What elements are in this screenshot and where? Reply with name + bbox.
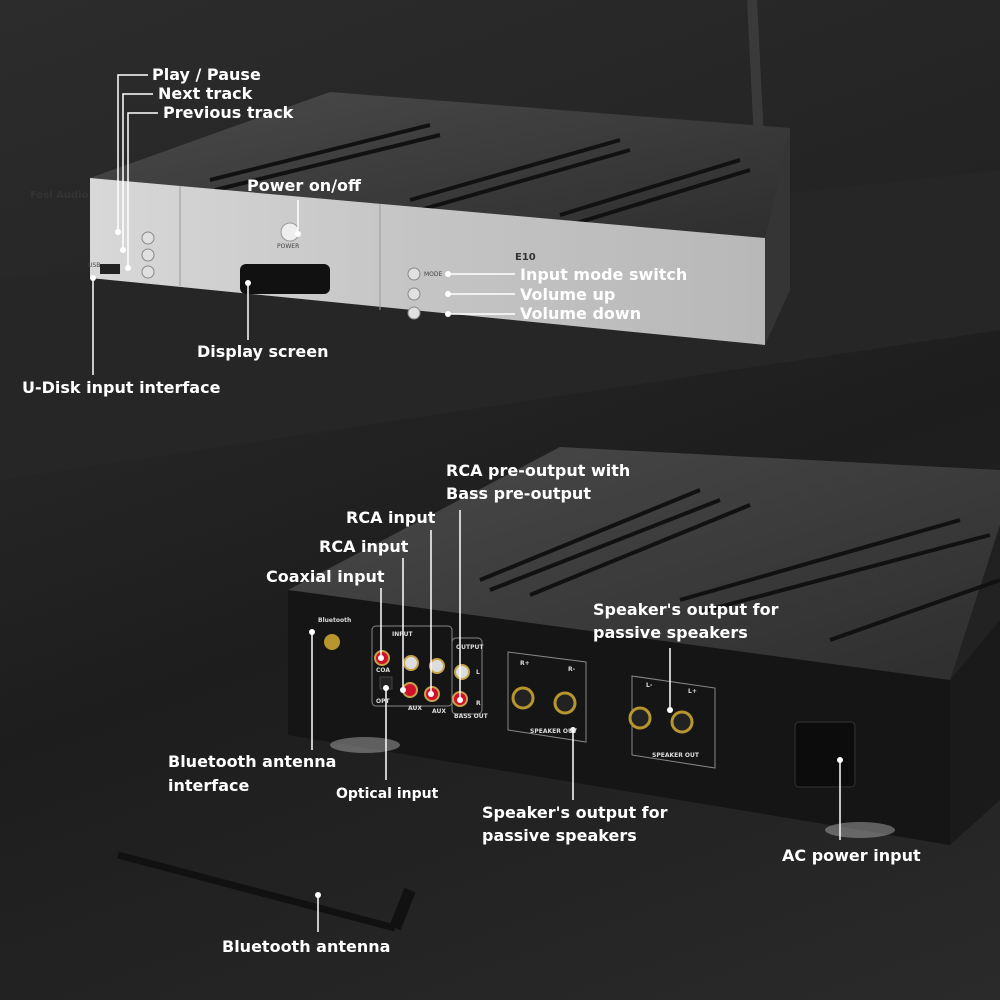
bluetooth-antenna [117, 851, 396, 932]
usb-label: USB [88, 262, 101, 269]
rca-input-left-2[interactable] [429, 658, 445, 674]
ac-power-socket[interactable] [794, 721, 856, 788]
l-plus-label: L+ [688, 688, 697, 695]
rca-input-left[interactable] [403, 655, 419, 671]
speaker-terminal-r-minus[interactable] [553, 691, 577, 715]
callout-display: Display screen [197, 342, 329, 361]
callout-rca-input-1: RCA input [346, 508, 436, 527]
rear-panel [288, 590, 950, 845]
mode-button[interactable] [407, 267, 421, 281]
l-minus-label: L- [646, 682, 653, 689]
bluetooth-antenna-jack[interactable] [324, 634, 340, 650]
r-label: R [476, 700, 481, 707]
bluetooth-label: Bluetooth [318, 617, 352, 624]
callout-coaxial: Coaxial input [266, 567, 385, 586]
callout-bt-interface-line2: interface [168, 776, 250, 795]
callout-speaker-right-line2: passive speakers [593, 623, 748, 642]
rear-unit-top [288, 447, 1000, 680]
speaker-terminal-l-plus[interactable] [670, 710, 694, 734]
speaker-terminal-l-minus[interactable] [628, 706, 652, 730]
bass-out-label: BASS OUT [454, 713, 488, 720]
r-plus-label: R+ [520, 660, 530, 667]
callout-speaker-mid-line1: Speaker's output for [482, 803, 668, 822]
r-minus-label: R- [568, 666, 576, 673]
speaker-out-label-1: SPEAKER OUT [530, 728, 577, 735]
volume-up-button[interactable] [407, 287, 421, 301]
callout-ac-power: AC power input [782, 846, 921, 865]
model-label: E10 [515, 252, 536, 263]
display-screen [240, 264, 330, 294]
callout-input-mode: Input mode switch [520, 265, 688, 284]
callout-volume-down: Volume down [520, 304, 642, 323]
rear-unit-side [950, 620, 1000, 845]
front-panel [90, 178, 765, 345]
next-track-button[interactable] [141, 248, 155, 262]
callout-volume-up: Volume up [520, 285, 616, 304]
front-unit-side [765, 128, 790, 345]
usb-port[interactable] [100, 264, 120, 274]
callout-play-pause: Play / Pause [152, 65, 261, 84]
coa-label: COA [376, 667, 390, 674]
opt-label: OPT [376, 698, 390, 705]
callout-lines [92, 74, 841, 932]
callout-speaker-mid-line2: passive speakers [482, 826, 637, 845]
callout-speaker-right-line1: Speaker's output for [593, 600, 779, 619]
speaker-out-label-2: SPEAKER OUT [652, 752, 699, 759]
rca-output-left[interactable] [454, 664, 470, 680]
vents [209, 123, 751, 227]
speaker-terminal-r-plus[interactable] [511, 686, 535, 710]
power-label: POWER [277, 243, 300, 250]
callout-optical: Optical input [336, 786, 439, 802]
callout-udisk: U-Disk input interface [22, 378, 221, 397]
mode-label: MODE [424, 271, 443, 278]
play-pause-button[interactable] [141, 231, 155, 245]
front-unit-top [90, 92, 790, 238]
callout-rca-pre-line2: Bass pre-output [446, 484, 591, 503]
callout-rca-pre-line1: RCA pre-output with [446, 461, 631, 480]
callout-previous-track: Previous track [163, 103, 294, 122]
volume-down-button[interactable] [407, 306, 421, 320]
brand-logo: Fosi Audio [30, 190, 89, 201]
aux-label-1: AUX [408, 705, 422, 712]
callout-bt-interface-line1: Bluetooth antenna [168, 752, 337, 771]
callout-next-track: Next track [158, 84, 253, 103]
aux-label-2: AUX [432, 708, 446, 715]
callout-rca-input-2: RCA input [319, 537, 409, 556]
callout-power: Power on/off [247, 176, 361, 195]
callout-bt-antenna: Bluetooth antenna [222, 937, 391, 956]
input-label: INPUT [392, 631, 413, 638]
output-label: OUTPUT [456, 644, 484, 651]
previous-track-button[interactable] [141, 265, 155, 279]
l-label: L [476, 669, 480, 676]
